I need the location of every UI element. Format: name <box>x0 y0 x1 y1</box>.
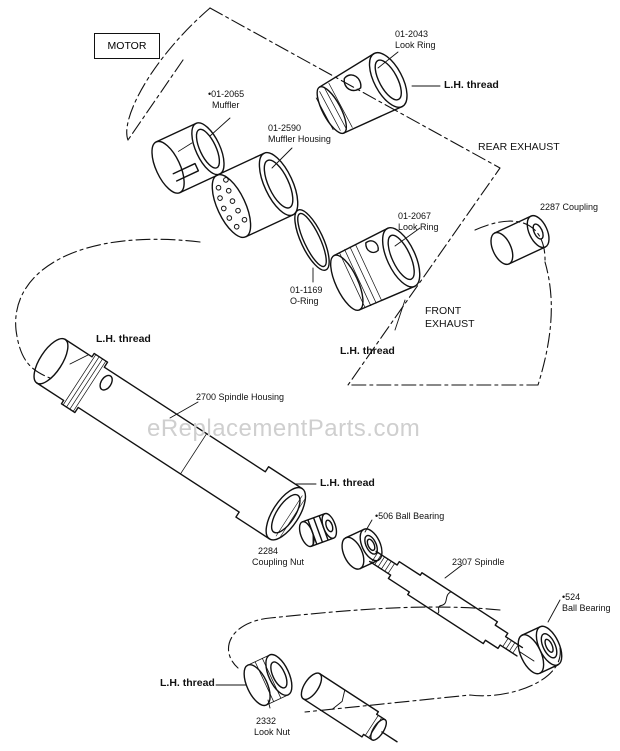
o-ring-number: 01-1169 <box>290 285 323 295</box>
coupling-nut-number: 2284 <box>258 546 279 556</box>
ball-bearing-506 <box>341 528 383 570</box>
lh-thread-callout-locknut: L.H. thread <box>160 677 215 689</box>
coupling-label: 2287 Coupling <box>540 202 599 212</box>
collet-part <box>300 672 398 743</box>
lh-thread-callout-top: L.H. thread <box>444 79 499 91</box>
spindle <box>368 550 535 662</box>
lh-thread-callout-housing: L.H. thread <box>96 333 151 345</box>
muffler-housing <box>211 151 299 239</box>
ball-bearing-506-label: •506 Ball Bearing <box>375 511 445 521</box>
coupling-nut-name: Coupling Nut <box>252 557 305 567</box>
rear-exhaust-label: REAR EXHAUST <box>478 141 560 153</box>
o-ring-name: O-Ring <box>290 296 319 306</box>
spindle-label: 2307 Spindle <box>452 557 505 567</box>
leader-lines <box>69 51 561 709</box>
lock-ring-front-name: Look Ring <box>398 222 439 232</box>
muffler-housing-number: 01-2590 <box>268 123 302 133</box>
ball-bearing-524-number: •524 <box>562 592 581 602</box>
lock-ring-front <box>329 227 421 311</box>
spindle-housing <box>33 337 307 541</box>
ball-bearing-524-name: Ball Bearing <box>562 603 611 613</box>
coupling <box>490 214 550 266</box>
front-exhaust-line2: EXHAUST <box>425 318 475 330</box>
muffler-housing-name: Muffler Housing <box>268 134 331 144</box>
lock-nut <box>243 653 293 707</box>
muffler-name: Muffler <box>212 100 240 110</box>
motor-box: MOTOR <box>94 33 160 59</box>
lock-ring-top-name: Look Ring <box>395 40 436 50</box>
lock-ring-top-number: 01-2043 <box>395 29 429 39</box>
o-ring <box>294 209 330 271</box>
muffler-number: •01-2065 <box>208 89 245 99</box>
lock-nut-number: 2332 <box>256 716 277 726</box>
lock-ring-front-number: 01-2067 <box>398 211 432 221</box>
coupling-nut <box>298 512 338 548</box>
spindle-housing-label: 2700 Spindle Housing <box>196 392 285 402</box>
lock-nut-name: Look Nut <box>254 727 291 737</box>
ball-bearing-524 <box>517 625 563 675</box>
lh-thread-callout-housing-end: L.H. thread <box>320 477 375 489</box>
lock-ring-top <box>315 51 408 135</box>
lh-thread-callout-front: L.H. thread <box>340 345 395 357</box>
front-exhaust-line1: FRONT <box>425 305 462 317</box>
watermark: eReplacementParts.com <box>147 415 421 442</box>
